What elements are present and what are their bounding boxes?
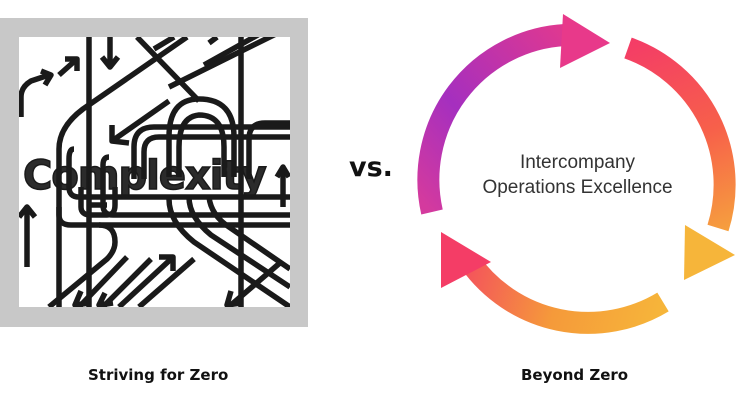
svg-text:Complexity: Complexity [23,153,267,199]
cycle-arrow-red [441,232,669,334]
complexity-word: Complexity [23,153,267,199]
cycle-arrow-orange [624,37,736,280]
cycle-arrow-purple [417,14,610,215]
complexity-artwork: Complexity Complexity [19,37,290,307]
arrowhead-icon [684,225,735,280]
caption-striving-for-zero: Striving for Zero [88,366,229,384]
center-text-line1: Intercompany [519,152,636,173]
arrowhead-icon [441,232,491,288]
cycle-center-text: Intercompany Operations Excellence [440,150,715,200]
versus-label: vs. [349,152,393,183]
complexity-image-frame: Complexity Complexity [0,18,308,327]
cycle-diagram [417,14,736,334]
caption-beyond-zero: Beyond Zero [521,366,629,384]
complexity-lines-graphic: Complexity Complexity [19,37,290,307]
arrowhead-icon [560,14,610,68]
center-text-line2: Operations Excellence [482,177,673,198]
